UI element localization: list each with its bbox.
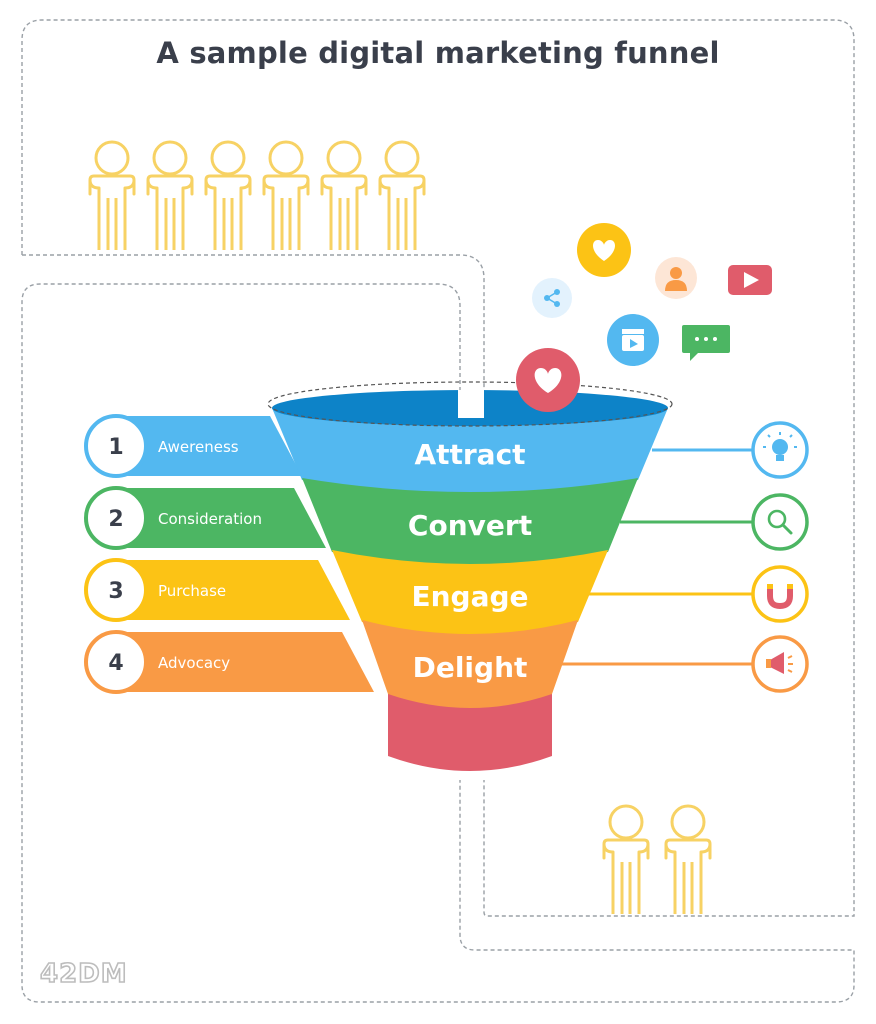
right-icons [560,421,809,693]
person-icon [204,140,252,250]
video-play-icon [728,265,772,295]
person-icon [146,140,194,250]
stage-label: Advocacy [158,654,230,672]
stage-label: Consideration [158,510,262,528]
lightbulb-icon [751,421,809,479]
person-icon [262,140,310,250]
clapperboard-icon [607,314,659,366]
stage-number: 1 [108,435,123,460]
stage-label: Purchase [158,582,226,600]
funnel-label: Attract [414,438,525,471]
funnel-section-attract: Attract [272,408,668,494]
logo-text: 42DM [40,959,128,989]
person-icon [88,140,136,250]
stage-number: 4 [108,651,123,676]
stage-band-awereness: 1 Awereness [84,414,302,478]
person-icon [320,140,368,250]
funnel-section-convert: Convert [302,478,638,566]
stage-bands: 1 Awereness 2 Consideration 3 Purchase 4 Advoca… [84,414,374,694]
people-group-top [88,140,426,250]
magnet-icon [751,565,809,623]
chat-icon [682,325,730,361]
people-group-bottom [602,804,712,914]
stage-band-consideration: 2 Consideration [84,486,326,550]
funnel-section-engage: Engage [332,550,608,636]
outline-inner-top [22,254,485,398]
person-icon [378,140,426,250]
share-icon [532,278,572,318]
user-icon [655,257,697,299]
funnel-label: Delight [413,651,528,684]
funnel-mouth-outline [267,381,673,427]
stage-number: 2 [108,507,123,532]
person-icon [664,804,712,914]
dashed-outline [21,19,855,1003]
megaphone-icon [751,635,809,693]
magnifier-icon [751,493,809,551]
stage-label: Awereness [158,438,239,456]
connector-lightbulb-icon [652,421,809,479]
funnel-section-delight: Delight [362,620,578,708]
connector-magnet-icon [588,565,809,623]
heart-icon [577,223,631,277]
outline-top [21,19,855,917]
connector-magnifier-icon [620,493,809,551]
social-icons [532,223,772,366]
connector-megaphone-icon [560,635,809,693]
page-title: A sample digital marketing funnel [156,36,720,70]
stage-band-advocacy: 4 Advocacy [84,630,374,694]
funnel-label: Engage [411,580,528,613]
funnel-mouth-gap [458,390,484,418]
stage-number: 3 [108,579,123,604]
funnel-label: Convert [408,509,532,542]
heart-icon [516,348,580,412]
funnel-spout [388,694,552,771]
logo-42dm: 42DM [39,958,128,990]
stage-band-purchase: 3 Purchase [84,558,350,622]
person-icon [602,804,650,914]
